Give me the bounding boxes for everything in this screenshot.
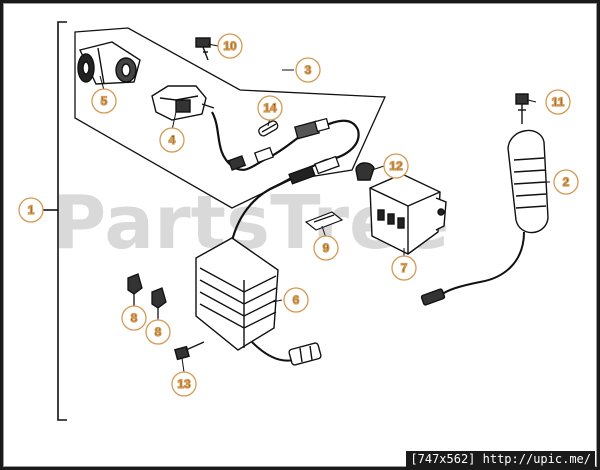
callout-1: 1 <box>18 197 44 223</box>
assembly-bracket <box>43 21 67 421</box>
part-relay-box <box>369 173 447 255</box>
callout-label-10: 10 <box>223 39 237 53</box>
callout-label-13: 13 <box>177 377 191 391</box>
callout-label-4: 4 <box>169 133 176 147</box>
callout-14: 14 <box>257 95 283 121</box>
callouts: 1 2 3 4 5 6 7 8 8 9 10 11 12 13 14 <box>18 33 579 397</box>
callout-9: 9 <box>313 235 339 261</box>
part-clip-a <box>127 273 143 306</box>
callout-label-6: 6 <box>293 293 300 307</box>
harness-wires <box>211 111 360 188</box>
callout-8a: 8 <box>121 305 147 331</box>
callout-label-11: 11 <box>552 95 565 109</box>
part-connector-boot <box>151 85 215 121</box>
part-regulator <box>195 237 322 366</box>
part-pulse-unit <box>420 129 549 306</box>
harness-connectors <box>227 117 340 185</box>
callout-label-12: 12 <box>389 159 403 173</box>
part-bolt-11 <box>515 93 529 124</box>
callout-10: 10 <box>217 33 243 59</box>
callout-4: 4 <box>159 127 185 153</box>
part-grommet <box>355 162 375 181</box>
harness-group-outline <box>74 27 386 209</box>
callout-label-1: 1 <box>28 203 35 217</box>
callout-12: 12 <box>383 153 409 179</box>
part-key-switch <box>77 41 141 85</box>
callout-label-8a: 8 <box>131 311 138 325</box>
callout-label-3: 3 <box>305 63 312 77</box>
callout-2: 2 <box>553 169 579 195</box>
callout-label-7: 7 <box>401 261 408 275</box>
callout-7: 7 <box>391 255 417 281</box>
callout-13: 13 <box>171 371 197 397</box>
callout-label-5: 5 <box>101 94 108 108</box>
part-label <box>304 211 344 231</box>
part-fuse <box>258 120 279 137</box>
callout-6: 6 <box>283 287 309 313</box>
callout-label-8b: 8 <box>155 325 162 339</box>
leader-lines <box>99 43 550 373</box>
callout-5: 5 <box>91 88 117 114</box>
callout-8b: 8 <box>145 319 171 345</box>
callout-label-9: 9 <box>323 241 330 255</box>
part-clip-b <box>151 287 167 318</box>
callout-3: 3 <box>295 57 321 83</box>
part-bolt-13 <box>174 341 205 361</box>
callout-label-14: 14 <box>263 101 277 115</box>
image-caption: [747x562] http://upic.me/ <box>406 451 595 468</box>
part-bolt-10 <box>195 37 211 61</box>
callout-label-2: 2 <box>563 175 570 189</box>
callout-11: 11 <box>545 89 571 115</box>
